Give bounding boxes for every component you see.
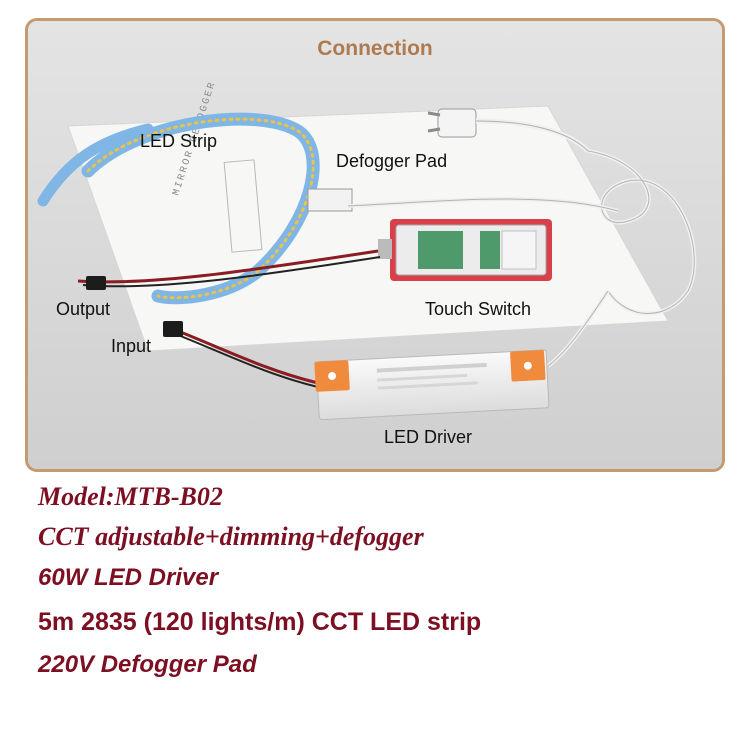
- spec-features: CCT adjustable+dimming+defogger: [38, 522, 424, 551]
- label-led-strip: LED Strip: [140, 131, 218, 151]
- spec-model: Model:MTB-B02: [38, 482, 223, 511]
- connection-photo: MIRROR DEFOGGER: [28, 21, 722, 469]
- spec-driver: 60W LED Driver: [38, 564, 219, 591]
- label-defogger-pad: Defogger Pad: [336, 151, 448, 171]
- label-output: Output: [56, 299, 111, 319]
- label-input: Input: [111, 336, 152, 356]
- label-led-driver: LED Driver: [384, 427, 473, 447]
- led-driver: [314, 349, 550, 421]
- defogger-terminal: [307, 188, 353, 212]
- connection-panel: MIRROR DEFOGGER: [25, 18, 725, 472]
- touch-switch: [378, 219, 552, 281]
- spec-strip: 5m 2835 (120 lights/m) CCT LED strip: [38, 608, 482, 636]
- spec-pad: 220V Defogger Pad: [38, 651, 257, 678]
- spec-list: Model:MTB-B02 CCT adjustable+dimming+def…: [38, 484, 728, 677]
- power-plug: [437, 108, 477, 138]
- label-touch-switch: Touch Switch: [425, 299, 532, 319]
- panel-title: Connection: [317, 37, 433, 60]
- output-connector: [86, 276, 106, 290]
- input-connector: [163, 321, 183, 337]
